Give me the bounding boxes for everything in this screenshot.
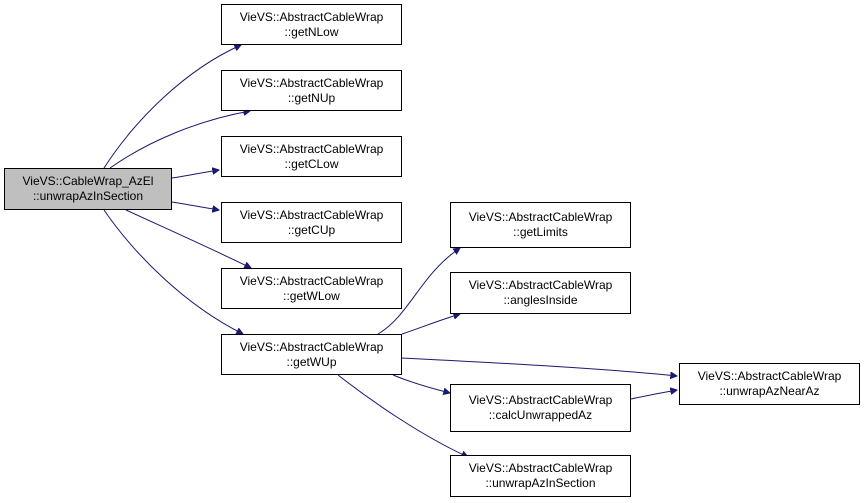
node-label-line1: VieVS::AbstractCableWrap bbox=[239, 9, 384, 24]
node-abstract-unwrapazinsection[interactable]: VieVS::AbstractCableWrap ::unwrapAzInSec… bbox=[450, 455, 631, 497]
node-label-line1: VieVS::AbstractCableWrap bbox=[468, 278, 613, 292]
node-label-line2: ::getNLow bbox=[284, 24, 339, 39]
node-label-line1: VieVS::AbstractCableWrap bbox=[468, 210, 613, 224]
node-cablewrap-azel-unwrapazinsection: VieVS::CableWrap_AzEl ::unwrapAzInSectio… bbox=[4, 168, 172, 210]
node-label-line2: ::getWLow bbox=[283, 288, 340, 303]
edge-root-to-getCLow bbox=[171, 170, 219, 179]
node-label-line2: ::calcUnwrappedAz bbox=[488, 408, 593, 422]
node-getcup[interactable]: VieVS::AbstractCableWrap ::getCUp bbox=[221, 202, 402, 243]
edge-getWUp-to-unwrapAzNearAz bbox=[401, 357, 677, 376]
node-label-line1: VieVS::AbstractCableWrap bbox=[468, 393, 613, 407]
edge-root-to-getNLow bbox=[103, 45, 241, 169]
node-label-line1: VieVS::CableWrap_AzEl bbox=[22, 174, 154, 188]
edge-getWUp-to-calcUnwrappedAz bbox=[392, 374, 450, 393]
edge-root-to-getNUp bbox=[109, 111, 250, 169]
node-label-line1: VieVS::AbstractCableWrap bbox=[239, 339, 384, 354]
node-getnup[interactable]: VieVS::AbstractCableWrap ::getNUp bbox=[221, 70, 402, 111]
node-calcunwrappedaz[interactable]: VieVS::AbstractCableWrap ::calcUnwrapped… bbox=[450, 384, 631, 432]
node-getnlow[interactable]: VieVS::AbstractCableWrap ::getNLow bbox=[221, 4, 402, 45]
node-label-line2: ::getNUp bbox=[287, 90, 336, 105]
node-label-line2: ::anglesInside bbox=[503, 293, 578, 307]
node-label-line2: ::unwrapAzInSection bbox=[32, 189, 144, 203]
node-label-line1: VieVS::AbstractCableWrap bbox=[697, 369, 842, 383]
node-label-line1: VieVS::AbstractCableWrap bbox=[239, 207, 384, 222]
edge-root-to-getCUp bbox=[171, 201, 219, 210]
node-label-line1: VieVS::AbstractCableWrap bbox=[239, 273, 384, 288]
node-label-line2: ::getCLow bbox=[284, 156, 339, 171]
node-getwup[interactable]: VieVS::AbstractCableWrap ::getWUp bbox=[221, 334, 402, 375]
edge-calcUnwrappedAz-to-unwrapAzNearAz bbox=[630, 390, 677, 400]
node-getclow[interactable]: VieVS::AbstractCableWrap ::getCLow bbox=[221, 136, 402, 177]
node-unwrapaznearaz[interactable]: VieVS::AbstractCableWrap ::unwrapAzNearA… bbox=[679, 363, 860, 405]
node-anglesinside[interactable]: VieVS::AbstractCableWrap ::anglesInside bbox=[450, 272, 631, 314]
node-label-line2: ::unwrapAzNearAz bbox=[719, 384, 820, 398]
node-label-line1: VieVS::AbstractCableWrap bbox=[239, 141, 384, 156]
edge-getWUp-to-getLimits bbox=[377, 248, 460, 335]
node-label-line2: ::getCUp bbox=[287, 222, 336, 237]
node-label-line1: VieVS::AbstractCableWrap bbox=[239, 75, 384, 90]
node-label-line1: VieVS::AbstractCableWrap bbox=[468, 461, 613, 475]
node-getlimits[interactable]: VieVS::AbstractCableWrap ::getLimits bbox=[450, 202, 631, 248]
node-label-line2: ::unwrapAzInSection bbox=[485, 476, 596, 490]
edge-root-to-getWLow bbox=[125, 209, 251, 268]
node-label-line2: ::getWUp bbox=[286, 354, 337, 369]
edge-getWUp-to-unwrapAzInSection bbox=[337, 374, 468, 457]
node-getwlow[interactable]: VieVS::AbstractCableWrap ::getWLow bbox=[221, 268, 402, 309]
edge-root-to-getWUp bbox=[103, 209, 243, 334]
edge-getWUp-to-anglesInside bbox=[401, 314, 460, 335]
node-label-line2: ::getLimits bbox=[513, 225, 568, 239]
